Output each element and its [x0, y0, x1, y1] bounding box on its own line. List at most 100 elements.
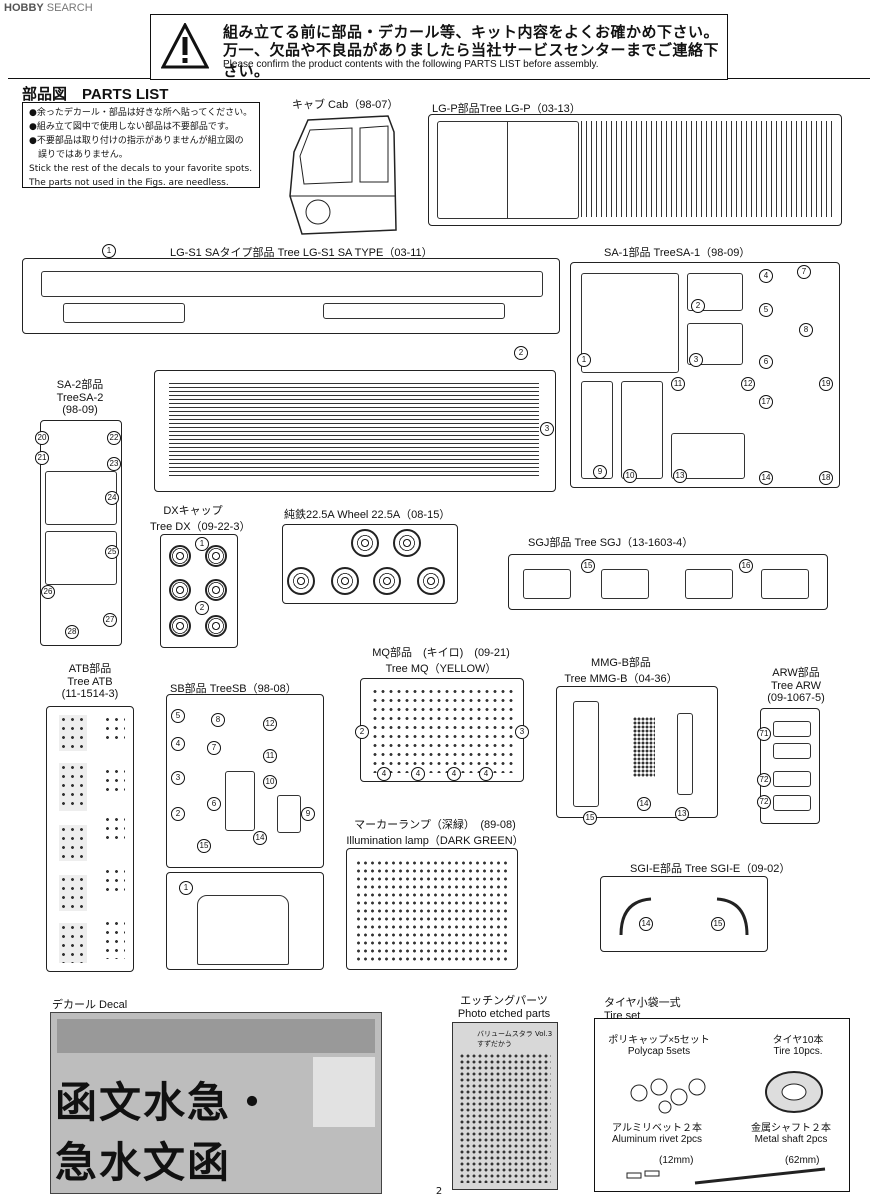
sa1-part	[671, 433, 745, 479]
rivet-shaft-drawing	[626, 1167, 826, 1185]
part-number: 11	[671, 377, 685, 391]
part-number: 8	[799, 323, 813, 337]
sb-part	[197, 895, 289, 965]
part-number: 14	[639, 917, 653, 931]
part-number: 4	[411, 767, 425, 781]
part-number: 14	[759, 471, 773, 485]
sgj-part	[685, 569, 733, 599]
sa2-part	[45, 531, 117, 585]
part-number: 17	[759, 395, 773, 409]
arw-part	[773, 795, 811, 811]
sgie-label: SGI-E部品 Tree SGI-E（09-02）	[630, 863, 791, 875]
cap-part	[169, 579, 191, 601]
part-number: 5	[171, 709, 185, 723]
part-number: 12	[741, 377, 755, 391]
etching-sheet: バリュームスタラ Vol.3 すずだかう	[452, 1022, 558, 1190]
sb-tree-lower: 1	[166, 872, 324, 970]
mq-tree: 2 3 4 4 4 4	[355, 678, 529, 782]
atb-mesh	[59, 715, 87, 751]
part-number: 14	[637, 797, 651, 811]
sb-tree: 5 4 3 2 8 7 6 12 11 10 9 14 15	[166, 694, 324, 868]
decal-character	[313, 1057, 375, 1127]
header-warning-box: 組み立てる前に部品・デカール等、キット内容をよくお確かめ下さい。 万一、欠品や不…	[150, 14, 728, 80]
atb-mesh	[59, 763, 87, 811]
sb-part	[225, 771, 255, 831]
part-number: 22	[107, 431, 121, 445]
etching-sheet-text: バリュームスタラ Vol.3 すずだかう	[477, 1030, 553, 1048]
part-number: 11	[263, 749, 277, 763]
part-number: 26	[41, 585, 55, 599]
wheel-part	[393, 529, 421, 557]
lgp-door-panel	[437, 121, 579, 219]
part-number: 4	[377, 767, 391, 781]
wheel-part	[351, 529, 379, 557]
atb-mesh	[59, 923, 87, 963]
sgj-label: SGJ部品 Tree SGJ（13-1603-4）	[528, 537, 694, 549]
part-number: 15	[197, 839, 211, 853]
wheel-part	[417, 567, 445, 595]
sa1-label: SA-1部品 TreeSA-1（98-09）	[604, 247, 751, 259]
part-number: 12	[263, 717, 277, 731]
lgs1-frame-rail	[41, 271, 543, 297]
dx-tree: 1 2	[160, 534, 238, 648]
lgs1-crossmember	[63, 303, 185, 323]
mq-label: MQ部品 (キイロ) (09-21)Tree MQ（YELLOW）	[372, 647, 510, 675]
part-number: 6	[759, 355, 773, 369]
part-number: 1	[179, 881, 193, 895]
warning-triangle-icon	[161, 23, 209, 69]
part-number: 4	[171, 737, 185, 751]
arw-part	[773, 721, 811, 737]
part-number: 72	[757, 795, 771, 809]
sa1-seat	[687, 323, 743, 365]
note-line: Stick the rest of the decals to your fav…	[29, 164, 253, 174]
part-number: 13	[673, 469, 687, 483]
sgj-part	[523, 569, 571, 599]
part-number: 4	[759, 269, 773, 283]
sa1-dashboard	[581, 273, 679, 373]
lgp-label: LG-P部品Tree LG-P（03-13）	[432, 103, 581, 115]
cap-part	[205, 579, 227, 601]
sa2-tree: 20 22 21 23 24 25 26 27 28	[35, 420, 122, 646]
part-number: 1	[577, 353, 591, 367]
wheel-tree	[282, 524, 458, 604]
part-number: 6	[207, 797, 221, 811]
part-number: 27	[103, 613, 117, 627]
part-number: 15	[581, 559, 595, 573]
atb-mesh	[103, 867, 125, 895]
sgie-tree: 14 15	[600, 876, 768, 952]
part-number: 20	[35, 431, 49, 445]
part-number: 3	[171, 771, 185, 785]
part-number: 5	[759, 303, 773, 317]
wheel-part	[373, 567, 401, 595]
tire-drawing	[765, 1071, 823, 1113]
arw-part	[773, 771, 811, 787]
page-number: 2	[435, 1186, 443, 1197]
page-title: 部品図 PARTS LIST	[22, 86, 169, 103]
marker-label: マーカーランプ（深緑） (89-08)Illumination lamp（DAR…	[346, 819, 524, 847]
polycap-drawing	[630, 1078, 706, 1114]
mq-parts	[371, 687, 513, 773]
part-number: 2	[195, 601, 209, 615]
etching-parts	[459, 1053, 551, 1183]
part-number: 3	[515, 725, 529, 739]
sgj-tree: 15 16	[508, 554, 828, 610]
atb-mesh	[103, 815, 125, 843]
part-number: 9	[301, 807, 315, 821]
part-number: 3	[540, 422, 554, 436]
lgs1-ribbed-tree	[154, 370, 556, 492]
watermark: HOBBY SEARCH	[4, 2, 93, 14]
cab-part-drawing	[289, 115, 397, 235]
part-number: 10	[263, 775, 277, 789]
part-number: 3	[689, 353, 703, 367]
decal-text: 急水文函	[55, 1138, 232, 1187]
part-number: 72	[757, 773, 771, 787]
